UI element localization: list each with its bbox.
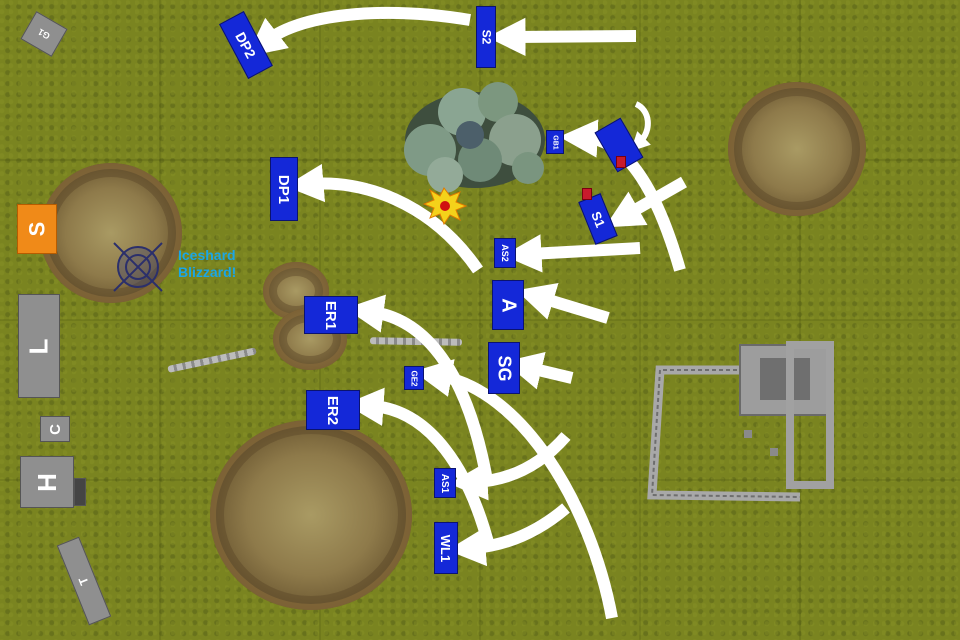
arrow-as2 (503, 234, 641, 273)
arrow-sg (503, 351, 574, 390)
enemy-unit-s[interactable]: S (17, 204, 57, 254)
unit-s1-label: S1 (588, 208, 608, 230)
enemy-unit-l[interactable]: L (18, 294, 60, 398)
unit-wl1-label: WL1 (438, 534, 454, 562)
arrow-dp2 (246, 6, 471, 57)
enemy-unit-g1-label: G1 (36, 26, 52, 42)
unit-s2[interactable]: S2 (476, 6, 496, 68)
hill-top-right (728, 82, 866, 216)
arrow-curl (630, 101, 651, 152)
enemy-unit-t-label: T (76, 574, 92, 588)
enemy-unit-l-label: L (23, 338, 54, 354)
unit-as1[interactable]: AS1 (434, 468, 456, 498)
unit-ge2[interactable]: GE2 (404, 366, 424, 390)
hill-bottom-large (210, 420, 412, 610)
arrow-as1 (449, 432, 571, 501)
unit-er1[interactable]: ER1 (304, 296, 358, 334)
unit-ge2-label: GE2 (409, 369, 419, 387)
unit-a[interactable]: A (492, 280, 524, 330)
unit-dp2-label: DP2 (232, 29, 260, 61)
unit-er1-label: ER1 (322, 300, 340, 330)
unit-dp1-label: DP1 (275, 174, 293, 204)
unit-sg[interactable]: SG (488, 342, 520, 394)
unit-as2[interactable]: AS2 (494, 238, 516, 268)
arrow-s1 (604, 176, 687, 228)
arrow-dp1 (285, 163, 483, 274)
unit-a-label: A (497, 297, 520, 313)
enemy-unit-c-label: C (46, 423, 64, 435)
enemy-unit-h[interactable]: H (20, 456, 74, 508)
unit-sg-label: SG (494, 354, 515, 382)
spell-annotation: Iceshard Blizzard! (178, 247, 236, 281)
enemy-unit-c[interactable]: C (40, 416, 70, 442)
unit-dp1[interactable]: DP1 (270, 157, 298, 221)
arrow-a (516, 282, 610, 324)
unit-gb1-label: GB1 (551, 134, 559, 150)
spell-line-1: Iceshard (178, 247, 236, 263)
arrow-wl1 (447, 503, 570, 567)
enemy-unit-h-label: H (31, 472, 62, 492)
unit-gb1[interactable]: GB1 (546, 130, 564, 154)
arrow-s2 (487, 17, 637, 57)
hill-left (40, 163, 182, 303)
spell-line-2: Blizzard! (178, 264, 237, 280)
enemy-token-red-2[interactable] (616, 156, 626, 168)
unit-as2-label: AS2 (499, 244, 510, 262)
unit-s2-label: S2 (479, 29, 493, 45)
unit-er2-label: ER2 (324, 395, 342, 425)
arrow-er2 (345, 387, 496, 552)
unit-wl1[interactable]: WL1 (434, 522, 458, 574)
enemy-token-red-1[interactable] (582, 188, 592, 200)
enemy-unit-h-attachment[interactable] (74, 478, 86, 506)
unit-as1-label: AS1 (439, 473, 451, 493)
enemy-unit-s-label: S (24, 221, 49, 237)
unit-er2[interactable]: ER2 (306, 390, 360, 430)
